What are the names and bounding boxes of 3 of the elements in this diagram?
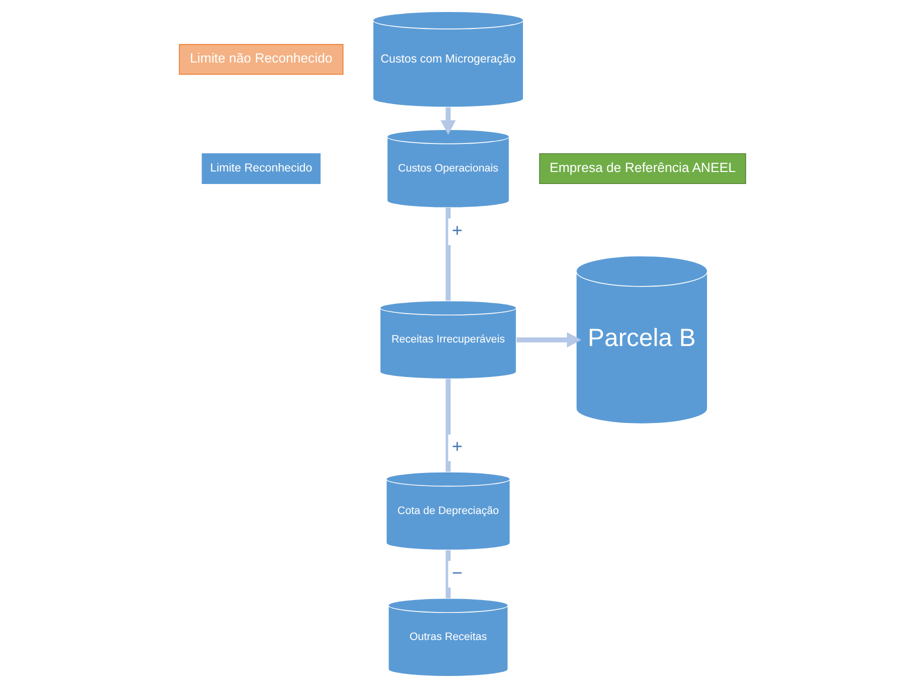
edge-label: + (451, 219, 462, 240)
edge-label: − (451, 562, 462, 583)
edge-label: + (451, 436, 462, 457)
